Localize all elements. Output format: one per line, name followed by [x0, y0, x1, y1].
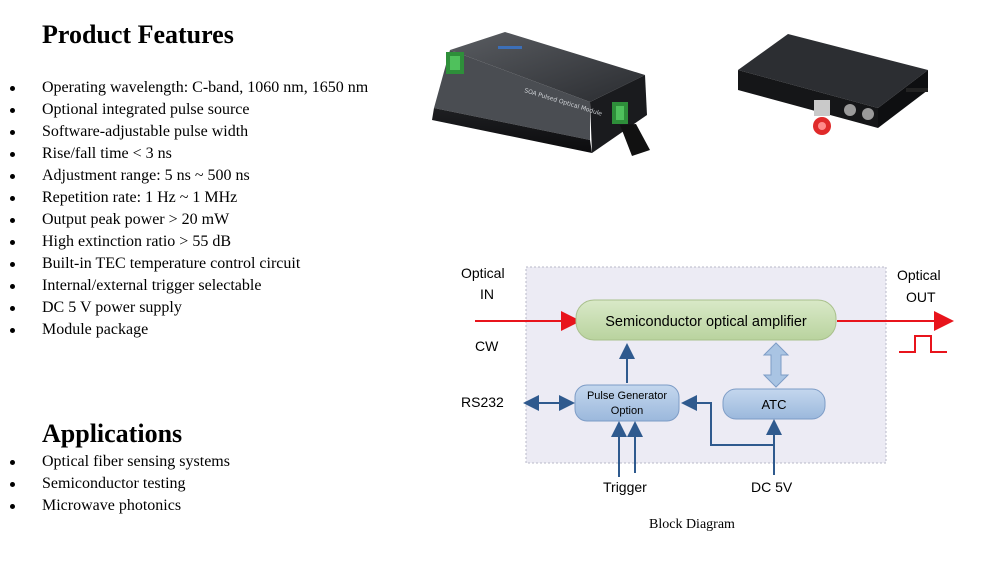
- dc5v-label: DC 5V: [751, 479, 793, 495]
- applications-list: Optical fiber sensing systems Semiconduc…: [0, 451, 230, 517]
- feature-item: Rise/fall time < 3 ns: [0, 143, 368, 165]
- feature-item: Adjustment range: 5 ns ~ 500 ns: [0, 165, 368, 187]
- feature-item: Optional integrated pulse source: [0, 99, 368, 121]
- cw-label: CW: [475, 338, 499, 354]
- pulse-symbol-icon: [899, 335, 947, 353]
- feature-item: Repetition rate: 1 Hz ~ 1 MHz: [0, 187, 368, 209]
- soa-label: Semiconductor optical amplifier: [605, 314, 807, 330]
- soa-atc-double-arrow: [762, 342, 790, 388]
- feature-item: High extinction ratio > 55 dB: [0, 231, 368, 253]
- features-heading: Product Features: [42, 20, 234, 49]
- product-photo-module: SOA Pulsed Optical Module: [432, 32, 650, 156]
- feature-item: DC 5 V power supply: [0, 297, 368, 319]
- feature-item: Internal/external trigger selectable: [0, 275, 368, 297]
- pulse-generator-label: Option: [611, 405, 643, 417]
- dc5v-to-pulse-arrow: [681, 395, 774, 446]
- feature-item: Operating wavelength: C-band, 1060 nm, 1…: [0, 77, 368, 99]
- rs232-label: RS232: [461, 394, 504, 410]
- soa-block: [575, 299, 837, 341]
- pulse-generator-label: Pulse Generator: [587, 390, 667, 402]
- optical-in-label: IN: [480, 286, 494, 302]
- diagram-caption: Block Diagram: [649, 517, 735, 532]
- applications-heading: Applications: [42, 419, 183, 448]
- optical-out-label: Optical: [897, 267, 941, 283]
- atc-label: ATC: [761, 397, 786, 412]
- product-photo-module-red-connector: [738, 34, 928, 135]
- feature-item: Module package: [0, 319, 368, 341]
- feature-item: Built-in TEC temperature control circuit: [0, 253, 368, 275]
- features-list: Operating wavelength: C-band, 1060 nm, 1…: [0, 77, 368, 341]
- diagram-panel: [525, 266, 887, 464]
- application-item: Optical fiber sensing systems: [0, 451, 230, 473]
- feature-item: Output peak power > 20 mW: [0, 209, 368, 231]
- feature-item: Software-adjustable pulse width: [0, 121, 368, 143]
- application-item: Microwave photonics: [0, 495, 230, 517]
- trigger-label: Trigger: [603, 479, 647, 495]
- block-diagram: Optical IN Optical OUT CW RS232 Trigger …: [461, 265, 954, 495]
- optical-out-label: OUT: [906, 289, 936, 305]
- application-item: Semiconductor testing: [0, 473, 230, 495]
- optical-in-label: Optical: [461, 265, 505, 281]
